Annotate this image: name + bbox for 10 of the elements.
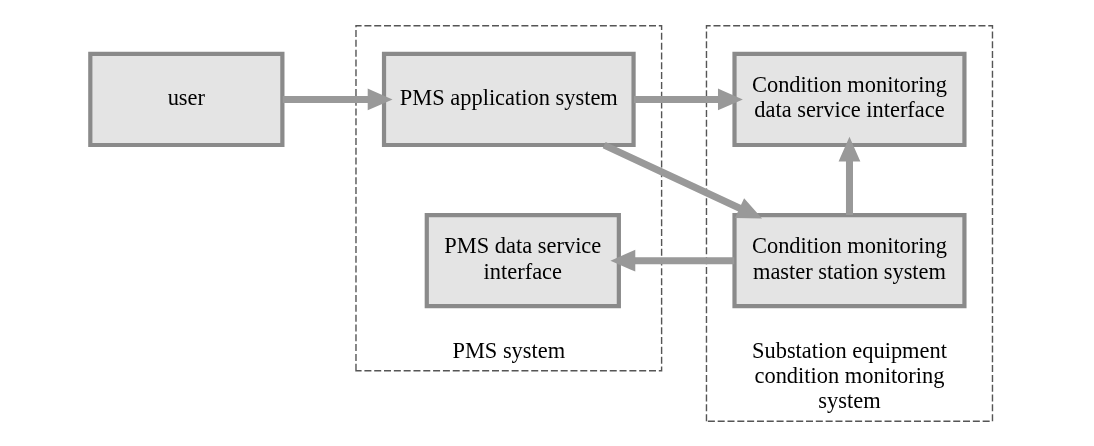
arrow <box>602 141 763 219</box>
arrow <box>838 136 861 215</box>
node-box: Condition monitoring data service interface <box>732 51 967 147</box>
arrow <box>610 249 735 272</box>
node-box: user <box>88 51 285 147</box>
node-box: PMS data service interface <box>424 212 621 308</box>
node-box: PMS application system <box>381 51 636 147</box>
arrow <box>633 88 743 110</box>
node-box: Condition monitoring master station system <box>732 212 967 308</box>
arrow <box>282 88 393 110</box>
